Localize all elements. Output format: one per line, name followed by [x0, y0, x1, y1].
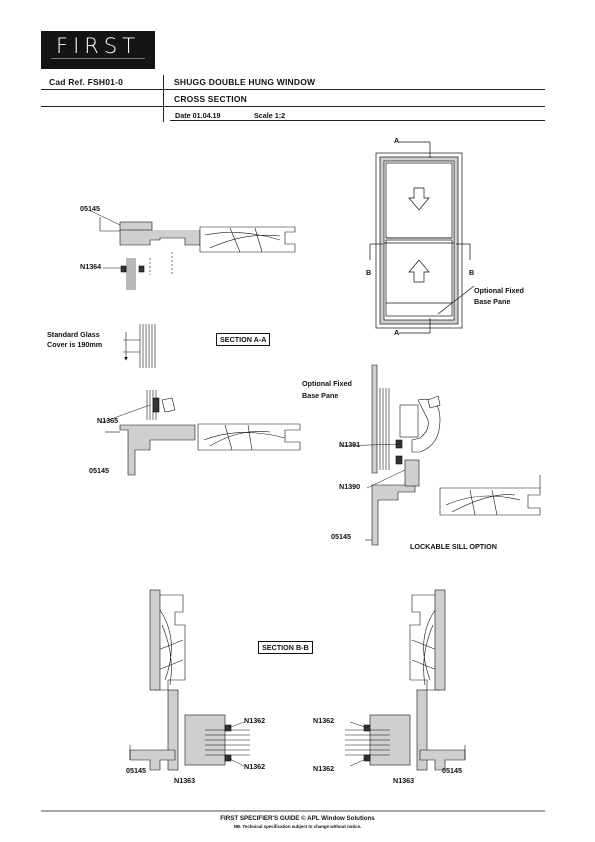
label-05145-mid: 05145	[89, 466, 109, 475]
label-elev-b-right: B	[469, 268, 475, 277]
label-elev-b-left: B	[366, 268, 372, 277]
label-optional-fixed-sill: Optional Fixed	[302, 379, 352, 388]
sheet-subtitle: CROSS SECTION	[174, 94, 247, 104]
footer-note: NB. Technical specification subject to c…	[233, 824, 362, 829]
header-rule-2	[41, 106, 545, 107]
label-glass-cover: Cover is 190mm	[47, 340, 103, 349]
logo-text: FIRST	[55, 34, 141, 58]
label-elev-a-bottom: A	[394, 328, 400, 337]
sheet-title: SHUGG DOUBLE HUNG WINDOW	[174, 77, 316, 87]
sill-profile	[105, 390, 301, 476]
header-rule-1	[41, 89, 545, 90]
label-n1363-left: N1363	[174, 776, 196, 785]
label-05145-top: 05145	[80, 204, 100, 213]
label-base-pane-elev: Base Pane	[474, 297, 511, 306]
label-base-pane-sill: Base Pane	[302, 391, 339, 400]
label-lockable-sill: LOCKABLE SILL OPTION	[410, 542, 497, 551]
head-glazing	[120, 252, 173, 290]
header-rule-3	[170, 120, 545, 121]
scale-label: Scale 1:2	[254, 111, 286, 120]
label-optional-fixed-elev: Optional Fixed	[474, 286, 524, 295]
label-n1362-left-top: N1362	[244, 716, 266, 725]
lockable-sill-profile	[365, 364, 541, 546]
label-n1364: N1364	[80, 262, 102, 271]
label-n1365: N1365	[97, 416, 119, 425]
jamb-left-profile	[129, 589, 250, 771]
jamb-right-profile	[345, 589, 466, 771]
leader-lines	[90, 210, 406, 767]
label-05145-bottom-left: 05145	[126, 766, 146, 775]
standard-glass	[123, 324, 156, 368]
footer-guide: FIRST SPECIFIER'S GUIDE © APL Window Sol…	[220, 815, 375, 822]
cad-ref: Cad Ref. FSH01-0	[49, 77, 124, 87]
label-n1362-right-bottom: N1362	[313, 764, 335, 773]
head-profile	[99, 217, 296, 253]
label-n1391: N1391	[339, 440, 361, 449]
logo-rule	[51, 58, 145, 59]
header-divider	[163, 75, 164, 122]
label-n1390: N1390	[339, 482, 361, 491]
label-05145-sill: 05145	[331, 532, 351, 541]
date-label: Date 01.04.19	[175, 111, 221, 120]
label-05145-bottom-right: 05145	[442, 766, 462, 775]
window-elevation	[369, 141, 475, 334]
label-n1362-right-top: N1362	[313, 716, 335, 725]
label-standard-glass: Standard Glass	[47, 330, 100, 339]
section-bb-box: SECTION B-B	[258, 641, 313, 654]
label-n1362-left-bottom: N1362	[244, 762, 266, 771]
first-logo: FIRST	[41, 31, 155, 69]
label-elev-a-top: A	[394, 136, 400, 145]
section-aa-box: SECTION A-A	[216, 333, 271, 346]
label-n1363-right: N1363	[393, 776, 415, 785]
